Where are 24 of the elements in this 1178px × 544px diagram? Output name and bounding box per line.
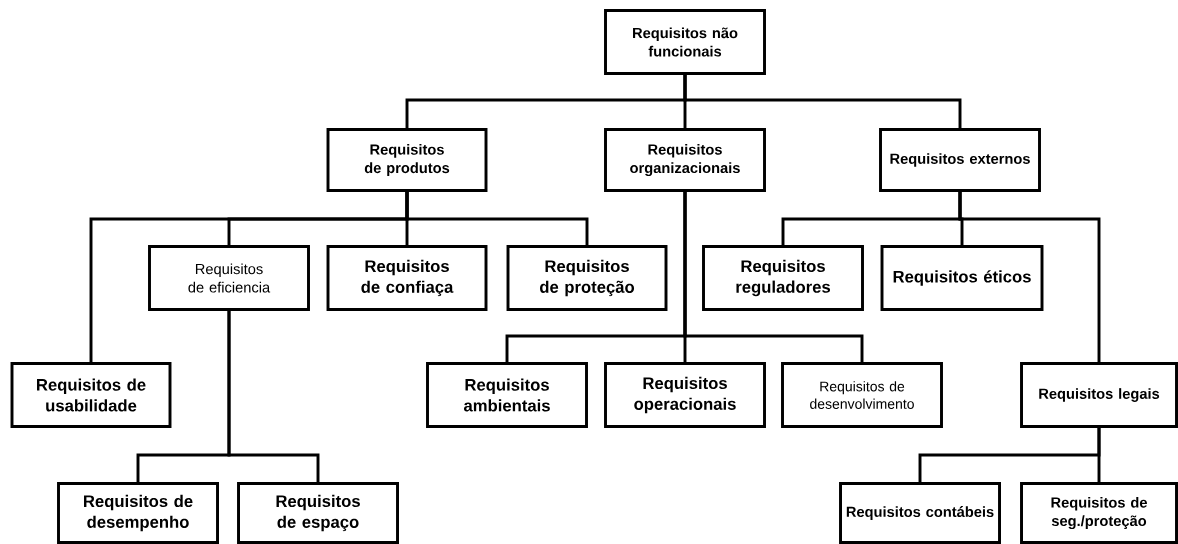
connector-line [683,191,864,363]
requirement-box: Requisitos operacionais [604,362,766,428]
connector-line [227,310,320,483]
requirement-box: Requisitos de proteção [506,245,668,311]
requirement-box: Requisitos de desempenho [57,482,219,544]
connector-line [1097,427,1101,483]
requirement-box: Requisitos de usabilidade [10,362,172,428]
connector-line [683,74,962,129]
connector-line [958,191,1101,363]
requirement-box: Requisitos de desenvolvimento [781,362,943,428]
requirement-box: Requisitos de eficiencia [148,245,310,311]
requirement-box: Requisitos de produtos [326,128,488,192]
connector-line [405,191,589,246]
requirement-box: Requisitos contábeis [839,482,1001,544]
requirement-box: Requisitos éticos [880,245,1044,311]
requirement-box: Requisitos de seg./proteção [1020,482,1178,544]
requirement-box: Requisitos reguladores [702,245,864,311]
requirement-box: Requisitos ambientais [426,362,588,428]
requirement-box: Requisitos não funcionais [604,9,766,75]
requirement-box: Requisitos de espaço [237,482,399,544]
requirement-box: Requisitos de confiaça [326,245,488,311]
requirement-box: Requisitos legais [1020,362,1178,428]
requirement-box: Requisitos organizacionais [604,128,766,192]
requirement-box: Requisitos externos [879,128,1041,192]
